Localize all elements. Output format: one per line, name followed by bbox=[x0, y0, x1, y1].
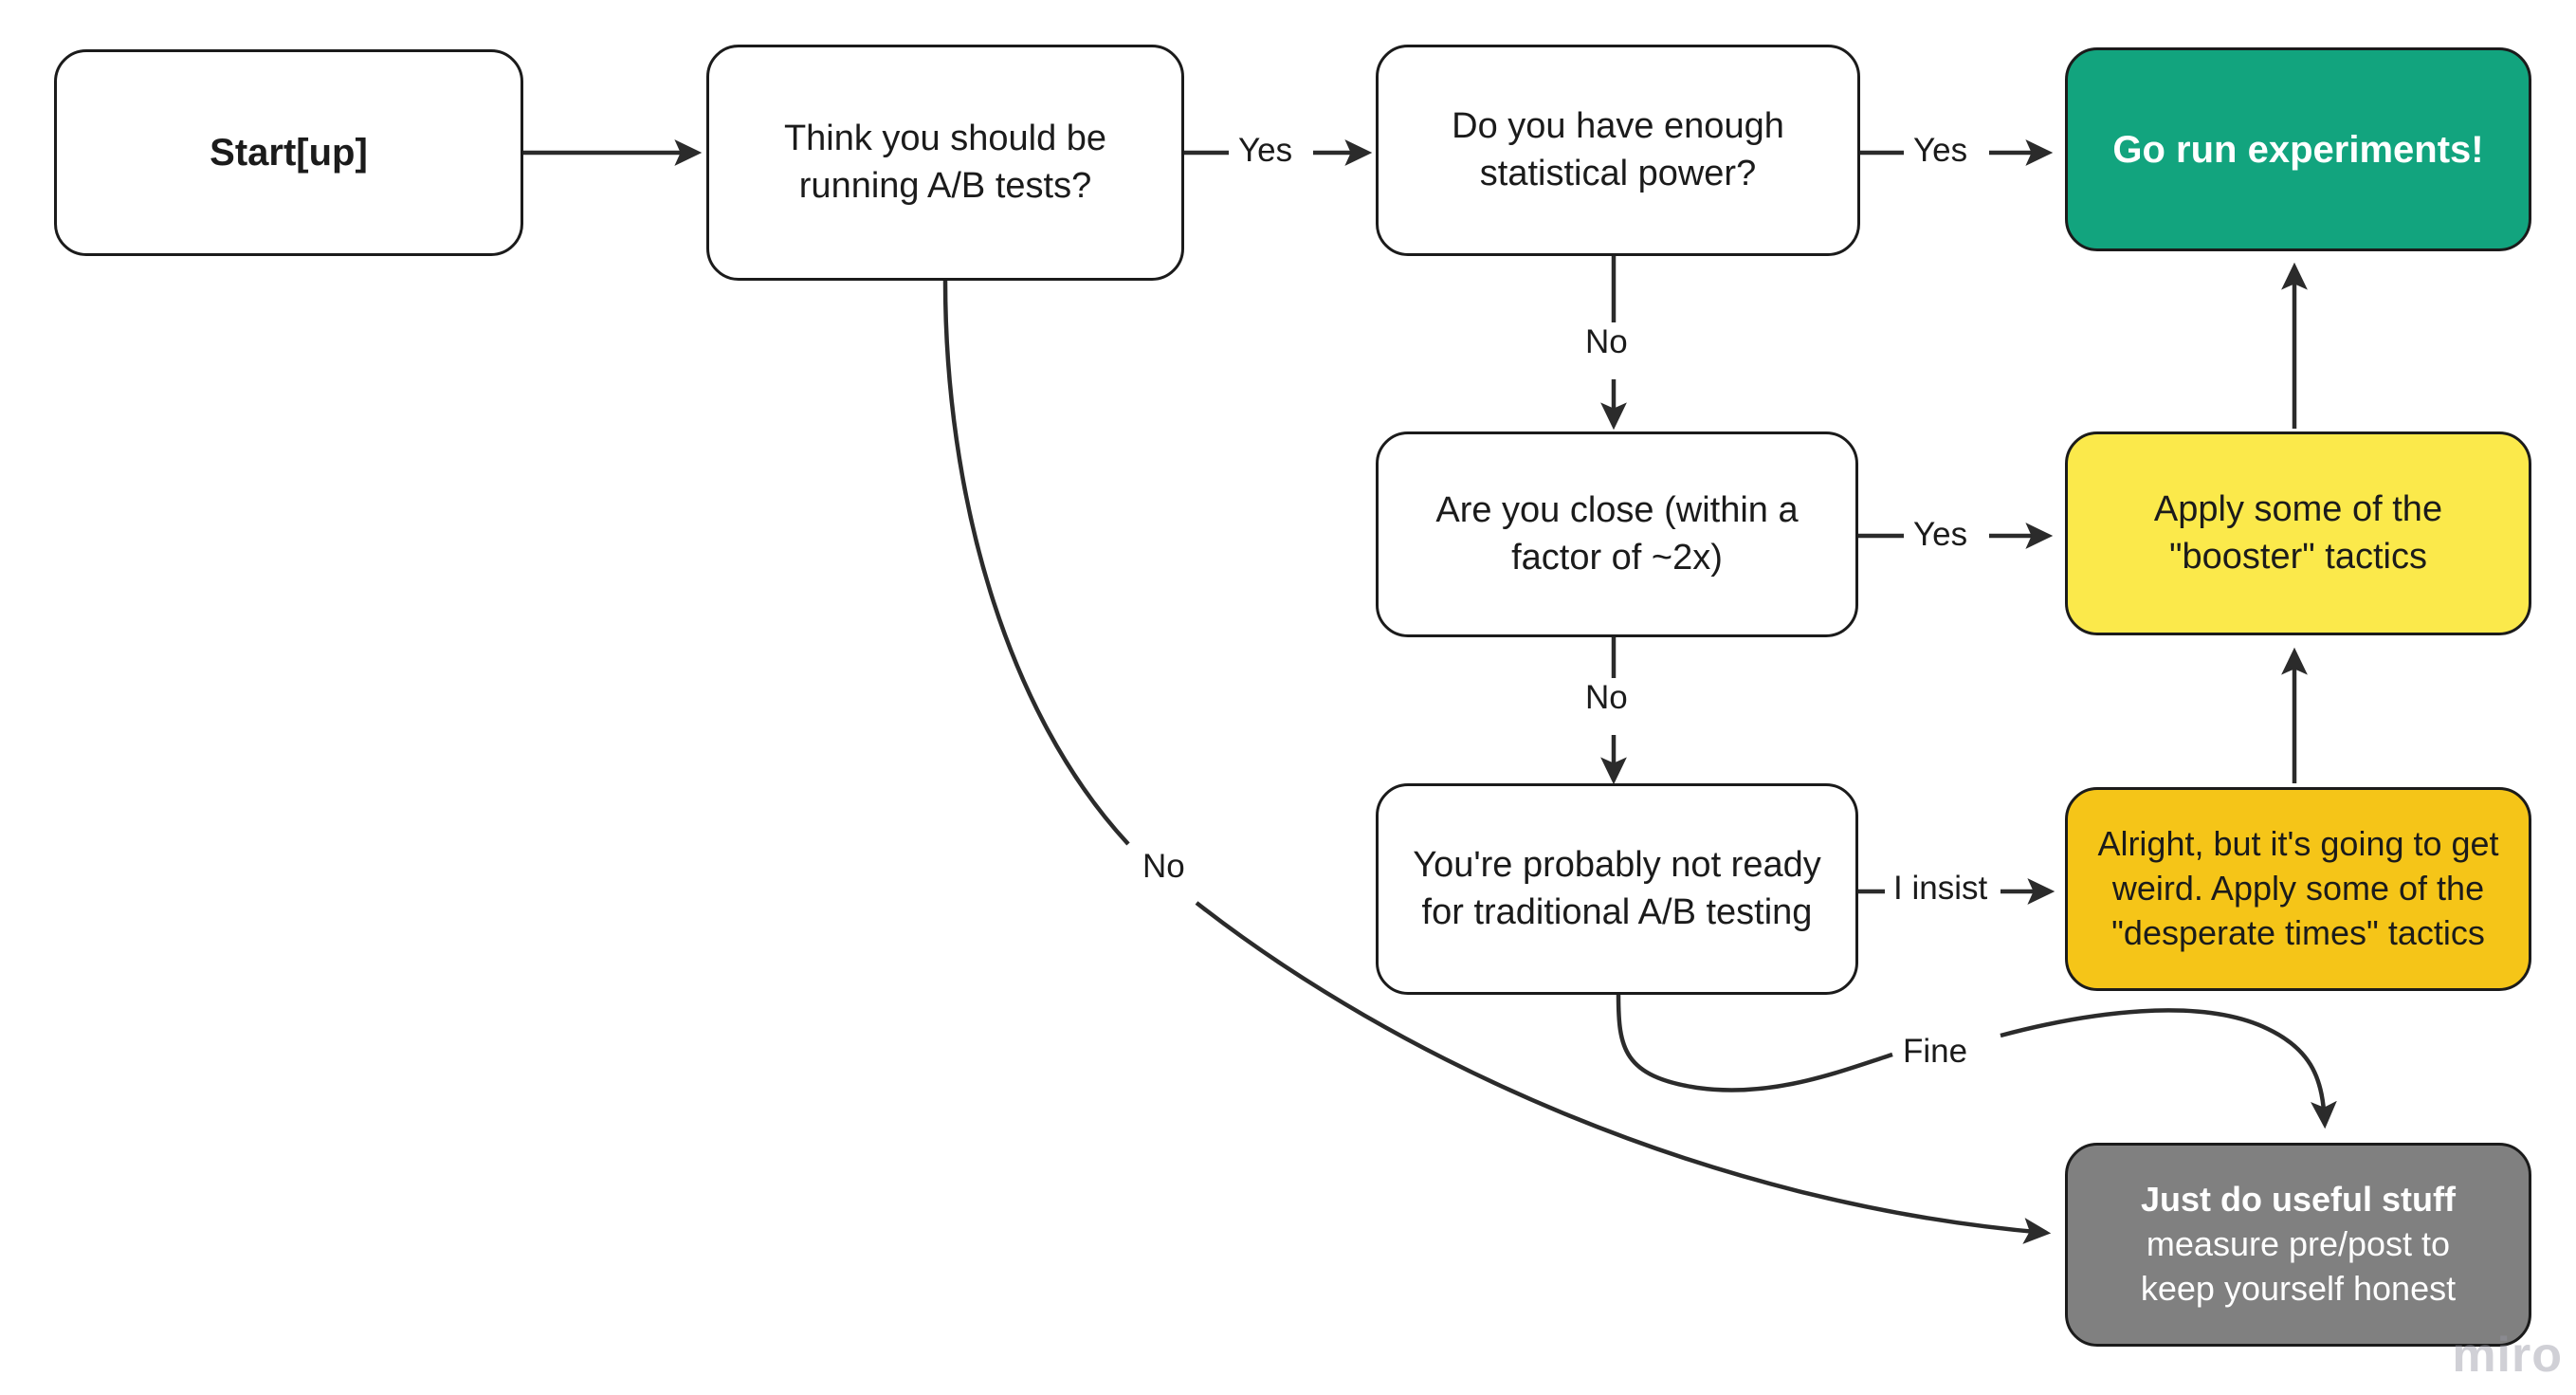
edge-label-are-you-close-yes: Yes bbox=[1905, 515, 1977, 556]
node-desperate-line-1: Alright, but it's going to get bbox=[2097, 824, 2499, 864]
node-booster-line-1: Apply some of the bbox=[2153, 489, 2443, 530]
miro-watermark: miro bbox=[2452, 1328, 2563, 1383]
node-are-you-close-line-2: factor of ~2x) bbox=[1511, 537, 1723, 578]
node-booster-tactics[interactable]: Apply some of the "booster" tactics bbox=[2065, 431, 2531, 635]
node-should-run-line-1: Think you should be bbox=[783, 119, 1107, 159]
node-useful-stuff-heading: Just do useful stuff bbox=[2141, 1180, 2456, 1220]
node-useful-stuff-line-2: measure pre/post to bbox=[2146, 1224, 2451, 1264]
edge-label-enough-power-yes: Yes bbox=[1905, 131, 1977, 172]
edge-label-not-ready-i-insist: I insist bbox=[1885, 869, 1997, 909]
node-desperate-line-2: weird. Apply some of the bbox=[2111, 869, 2485, 909]
node-go-run-label: Go run experiments! bbox=[2112, 128, 2484, 171]
edge-label-should-run-yes: Yes bbox=[1230, 131, 1302, 172]
node-desperate-times-tactics[interactable]: Alright, but it's going to get weird. Ap… bbox=[2065, 787, 2531, 991]
node-not-ready-line-1: You're probably not ready bbox=[1413, 845, 1821, 886]
node-should-run-ab-tests[interactable]: Think you should be running A/B tests? bbox=[706, 45, 1184, 281]
edge-not-ready-fine-left bbox=[1616, 994, 1893, 1092]
node-startup-label: Start[up] bbox=[210, 132, 368, 174]
edge-label-are-you-close-no: No bbox=[1577, 678, 1636, 719]
node-booster-line-2: "booster" tactics bbox=[2169, 536, 2427, 577]
edge-label-enough-power-no: No bbox=[1577, 322, 1636, 363]
node-useful-stuff-line-3: keep yourself honest bbox=[2140, 1268, 2457, 1308]
node-just-do-useful-stuff[interactable]: Just do useful stuff measure pre/post to… bbox=[2065, 1143, 2531, 1347]
node-not-ready-for-ab-testing[interactable]: You're probably not ready for traditiona… bbox=[1376, 783, 1858, 995]
node-enough-power-line-1: Do you have enough bbox=[1452, 106, 1784, 147]
node-should-run-line-2: running A/B tests? bbox=[798, 165, 1092, 206]
node-are-you-close[interactable]: Are you close (within a factor of ~2x) bbox=[1376, 431, 1858, 637]
node-not-ready-line-2: for traditional A/B testing bbox=[1421, 891, 1813, 932]
node-are-you-close-line-1: Are you close (within a bbox=[1435, 490, 1799, 531]
edge-label-should-run-no: No bbox=[1134, 847, 1194, 888]
edge-should-run-no-upper bbox=[942, 280, 1130, 846]
node-desperate-line-3: "desperate times" tactics bbox=[2111, 912, 2485, 952]
node-enough-power-line-2: statistical power? bbox=[1479, 153, 1757, 193]
edge-label-not-ready-fine: Fine bbox=[1894, 1032, 1977, 1073]
edge-not-ready-fine-right bbox=[2000, 1008, 2337, 1129]
node-enough-statistical-power[interactable]: Do you have enough statistical power? bbox=[1376, 45, 1860, 256]
node-startup[interactable]: Start[up] bbox=[54, 49, 523, 256]
node-go-run-experiments[interactable]: Go run experiments! bbox=[2065, 47, 2531, 251]
